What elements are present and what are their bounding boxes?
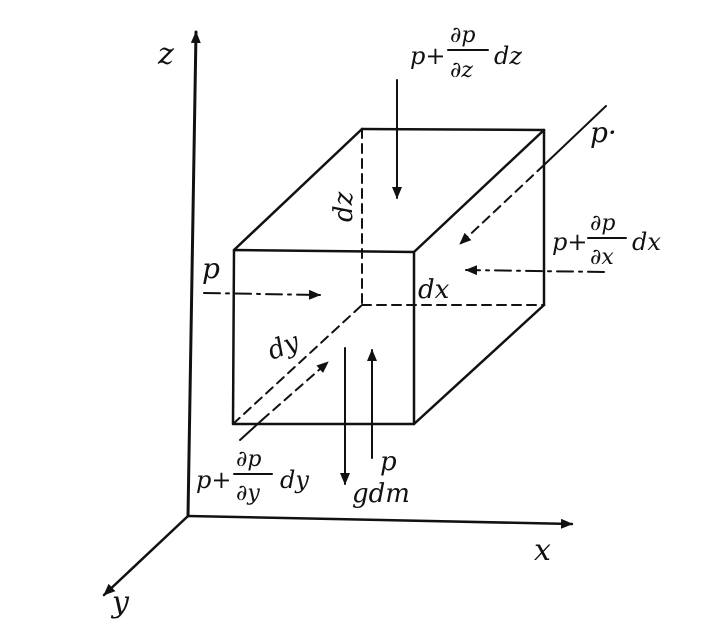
left-pressure-arrow (203, 289, 321, 300)
right-pressure-label: p+ ∂p ∂x dx (552, 211, 661, 270)
top-pressure-numerator: ∂p (450, 23, 475, 48)
cube-top-left-edge (232, 127, 364, 252)
right-pressure-prefix: p+ (552, 228, 587, 256)
front-pressure-numerator: ∂p (236, 447, 261, 472)
cube-top-back-edge (360, 127, 546, 132)
right-pressure-denominator: ∂x (590, 245, 614, 270)
top-pressure-label: p+ ∂p ∂z dz (410, 23, 522, 83)
right-pressure-numerator: ∂p (590, 211, 615, 236)
force-labels: p p+ ∂p ∂z dz p+ ∂p ∂x dx p· p+ ∂p ∂y dy (196, 23, 661, 509)
cube-bottom-right-edge (412, 303, 546, 426)
right-pressure-arrow (465, 265, 605, 276)
top-pressure-denominator: ∂z (450, 58, 473, 83)
axes: z x y (102, 30, 574, 620)
front-pressure-line (239, 419, 263, 441)
right-pressure-suffix: dx (632, 228, 661, 256)
cube-top-right-edge (412, 128, 546, 254)
back-pressure-line (543, 105, 607, 166)
top-pressure-prefix: p+ (410, 42, 445, 70)
z-axis (186, 30, 201, 518)
bottom-pressure-label: p (380, 447, 397, 477)
cube-hidden-depth-edge (232, 304, 363, 425)
x-axis (186, 514, 574, 529)
front-pressure-denominator: ∂y (236, 481, 260, 506)
back-pressure-label: p· (590, 116, 617, 149)
dy-label: dy (263, 327, 304, 367)
z-axis-label: z (157, 37, 174, 72)
dx-label: dx (418, 275, 450, 305)
front-pressure-prefix: p+ (196, 466, 231, 494)
y-axis (102, 514, 190, 597)
front-pressure-label: p+ ∂p ∂y dy (196, 447, 309, 506)
y-axis-label: y (110, 585, 130, 620)
left-pressure-label: p (202, 252, 220, 285)
back-pressure-arrow (459, 164, 545, 245)
volume-element-cube: dx dy dz (231, 127, 546, 426)
front-pressure-arrow (261, 361, 329, 421)
gravity-label: gdm (352, 479, 410, 509)
top-pressure-suffix: dz (494, 42, 522, 70)
dz-label: dz (329, 191, 359, 222)
x-axis-label: x (534, 533, 551, 568)
front-pressure-suffix: dy (280, 466, 309, 494)
force-arrows (203, 79, 607, 485)
